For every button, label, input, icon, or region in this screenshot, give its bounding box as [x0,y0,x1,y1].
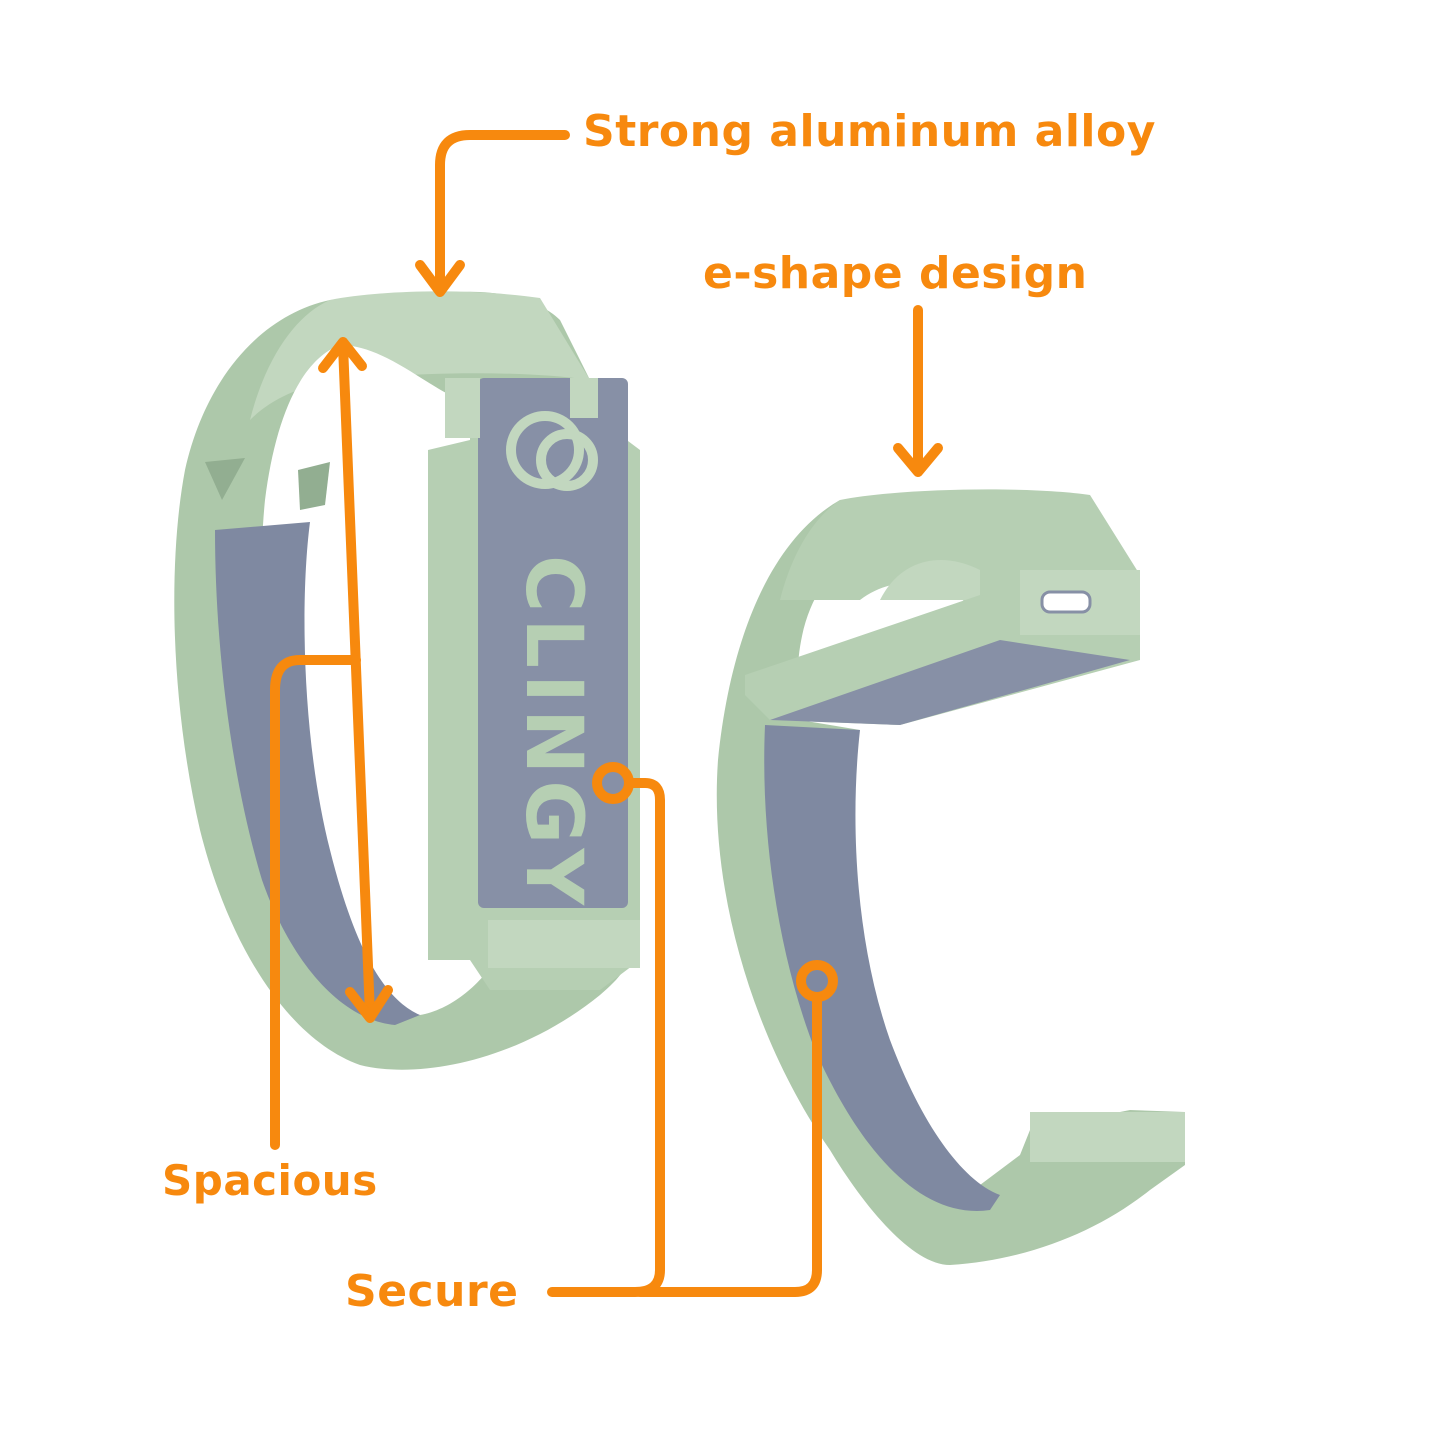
strong-callout-arrowhead-icon [415,260,465,297]
right-clip-inner-band [764,725,1000,1211]
left-clip-top-tab-right [570,378,598,418]
right-clip-arch-opening [880,560,980,600]
left-clip-logo-plate [478,378,628,908]
right-clip-gate-slot [1040,590,1092,614]
strong-aluminum-alloy-label: Strong aluminum alloy [583,106,1156,157]
e-shape-design-label: e-shape design [703,248,1088,299]
strong-callout-line [435,130,570,295]
right-clip-gate-plate [770,640,1130,725]
left-clip-top-tab [445,378,480,438]
right-clip-open [716,489,1185,1265]
spacious-arrow-top-icon [318,337,367,373]
left-clip-closed: CLINGY [174,291,641,1070]
right-clip-bottom-tip [1030,1112,1185,1162]
interlocking-rings-logo-icon [506,411,598,491]
left-clip-notch-right [298,462,330,510]
spacious-dimension-line [338,340,375,1020]
secure-label: Secure [345,1266,519,1317]
left-clip-bottom-block [488,920,640,968]
left-clip-notch [205,458,245,500]
brand-logo-text: CLINGY [508,555,598,911]
left-clip-top-face [250,291,590,420]
spacious-arrow-bottom-icon [345,985,393,1023]
spacious-label: Spacious [162,1156,378,1205]
annotation-callouts [270,130,943,1297]
left-clip-inner-band [215,522,420,1025]
secure-callout-line-right [635,992,822,1297]
spacious-callout-line [270,655,361,1150]
eshape-callout-arrowhead-icon [893,443,943,477]
